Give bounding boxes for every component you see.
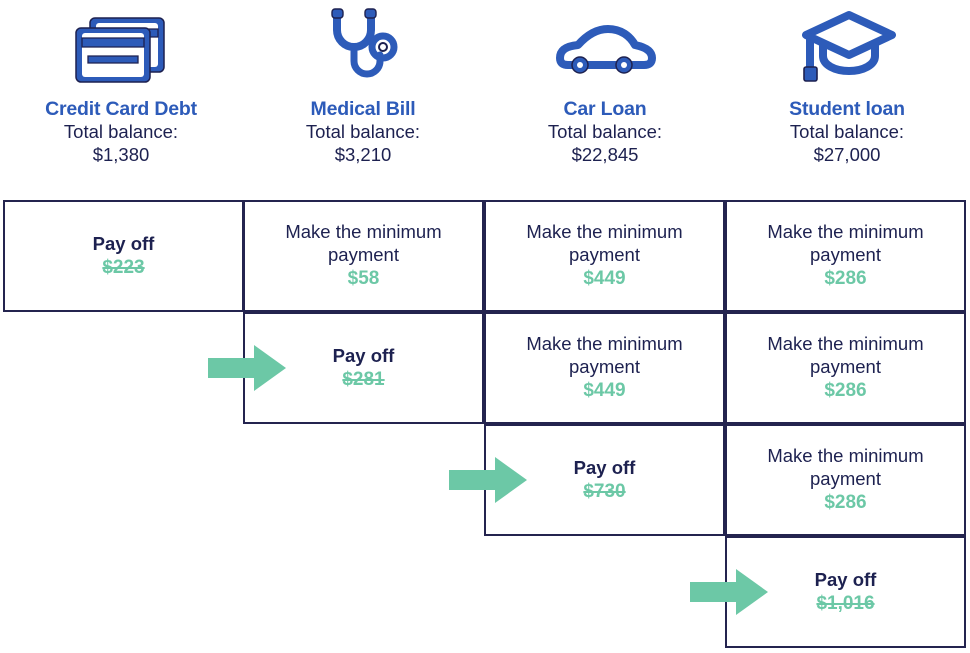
cell-amount: $286 [824,267,867,289]
cell-amount: $286 [824,491,867,513]
cell-action-label: Make the minimum payment [526,333,683,377]
cell-action-label: Pay off [814,568,877,590]
debt-column-student-loan: Student loan Total balance: $27,000 [726,0,968,197]
debt-header-row: Credit Card Debt Total balance: $1,380 [0,0,970,197]
cell-action-label: Pay off [332,344,395,366]
arrow-row-4 [690,569,768,615]
table-row-2-cell-car-loan: Make the minimum payment $449 [484,312,725,424]
cell-amount: $58 [347,267,380,289]
car-icon [550,0,660,98]
cell-amount: $730 [583,480,626,502]
cell-action-label: Make the minimum payment [767,221,924,265]
debt-name: Student loan [789,98,905,120]
table-row-1-cell-student-loan: Make the minimum payment $286 [725,200,966,312]
debt-balance-amount: $3,210 [334,143,392,165]
table-row-2-cell-student-loan: Make the minimum payment $286 [725,312,966,424]
table-row-1-cell-medical-bill: Make the minimum payment $58 [243,200,484,312]
cell-amount: $281 [342,368,385,390]
table-row-1-cell-car-loan: Make the minimum payment $449 [484,200,725,312]
debt-balance-amount: $27,000 [813,143,881,165]
cell-action-label: Make the minimum payment [526,221,683,265]
cell-amount: $223 [102,256,145,278]
graduation-cap-icon [797,0,897,98]
table-row-2-cell-medical-bill: Pay off $281 [243,312,484,424]
payment-plan-grid: Pay off $223 Make the minimum payment $5… [0,197,970,653]
cell-action-label: Make the minimum payment [285,221,442,265]
cell-amount: $449 [583,379,626,401]
cell-action-label: Pay off [573,456,636,478]
cell-amount: $1,016 [816,592,875,614]
cell-amount: $449 [583,267,626,289]
arrow-row-3 [449,457,527,503]
debt-name: Credit Card Debt [45,98,197,120]
debt-balance-amount: $22,845 [571,143,639,165]
table-row-3-cell-student-loan: Make the minimum payment $286 [725,424,966,536]
cell-amount: $286 [824,379,867,401]
credit-card-icon [73,0,169,98]
cell-action-label: Make the minimum payment [767,445,924,489]
debt-balance-label: Total balance: [547,121,663,143]
debt-balance-amount: $1,380 [92,143,150,165]
cell-action-label: Pay off [92,232,155,254]
cell-action-label: Make the minimum payment [767,333,924,377]
debt-balance-label: Total balance: [789,121,905,143]
debt-column-credit-card-debt: Credit Card Debt Total balance: $1,380 [0,0,242,197]
debt-column-car-loan: Car Loan Total balance: $22,845 [484,0,726,197]
stethoscope-icon [315,0,411,98]
debt-name: Medical Bill [310,98,416,120]
arrow-row-2 [208,345,286,391]
debt-name: Car Loan [563,98,647,120]
debt-balance-label: Total balance: [63,121,179,143]
debt-balance-label: Total balance: [305,121,421,143]
debt-column-medical-bill: Medical Bill Total balance: $3,210 [242,0,484,197]
table-row-1-cell-credit-card: Pay off $223 [3,200,244,312]
